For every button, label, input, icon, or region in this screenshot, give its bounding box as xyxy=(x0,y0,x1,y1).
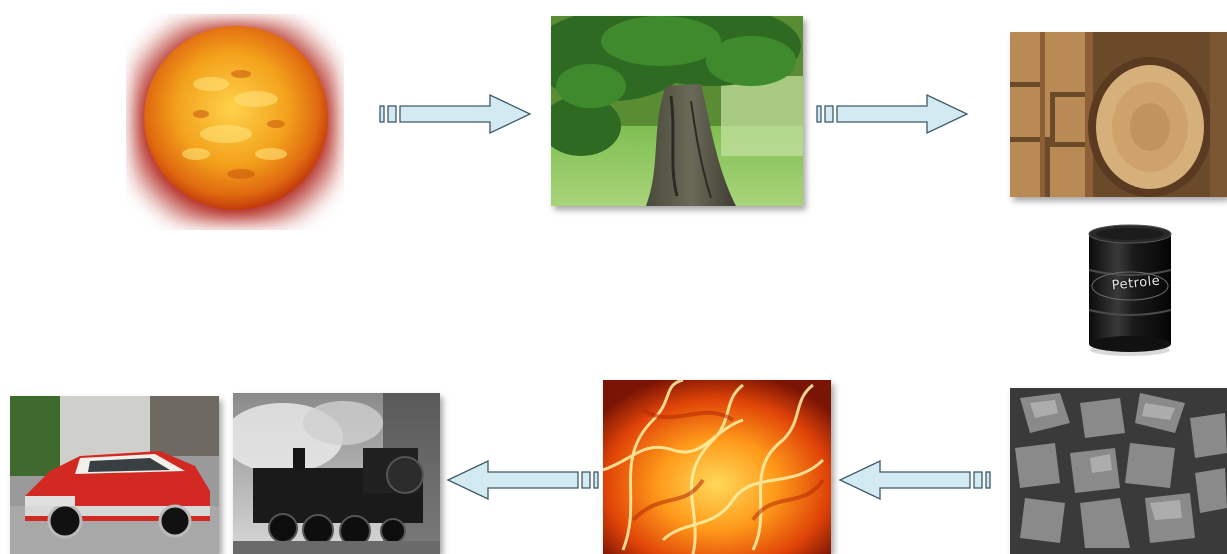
wood-logs-image xyxy=(1010,32,1227,197)
vintage-car-image xyxy=(10,396,219,554)
tree-image xyxy=(551,16,803,206)
oil-barrel-image xyxy=(1086,224,1174,356)
arrow-sun-to-tree xyxy=(378,92,534,136)
arrow-coal-to-fire xyxy=(836,458,992,502)
arrow-fire-to-train xyxy=(444,458,600,502)
sun-image xyxy=(126,14,344,230)
fire-image xyxy=(603,380,831,554)
arrow-tree-to-logs xyxy=(815,92,971,136)
coal-image xyxy=(1010,388,1227,554)
steam-train-image xyxy=(233,393,440,554)
